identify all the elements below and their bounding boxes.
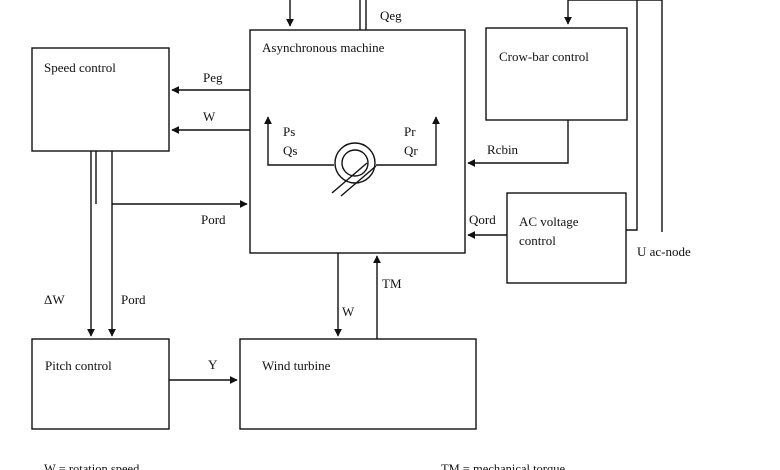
delta-w-label: ΔW bbox=[44, 292, 65, 307]
asynchronous-machine-block: Asynchronous machine bbox=[249, 29, 466, 254]
ps-label: Ps bbox=[283, 124, 295, 139]
pr-label: Pr bbox=[404, 124, 416, 139]
u-ac-node-feedback: U ac-node bbox=[564, 0, 691, 259]
crow-bar-control-label: Crow-bar control bbox=[499, 49, 589, 64]
y-arrow: Y bbox=[169, 357, 238, 384]
rcbin-label: Rcbin bbox=[487, 142, 519, 157]
rcbin-arrow: Rcbin bbox=[467, 120, 569, 167]
qs-label: Qs bbox=[283, 143, 297, 158]
delta-w-arrow: ΔW bbox=[44, 151, 97, 337]
peg-label: Peg bbox=[203, 70, 223, 85]
y-label: Y bbox=[208, 357, 218, 372]
crow-bar-control-block: Crow-bar control bbox=[485, 27, 628, 121]
pord-to-machine-arrow: Pord bbox=[112, 200, 248, 227]
qeg-top-label: Qeg bbox=[380, 8, 402, 23]
tm-to-machine-arrow: TM bbox=[373, 255, 402, 339]
qord-arrow: Qord bbox=[467, 212, 507, 239]
qr-label: Qr bbox=[404, 143, 418, 158]
w-to-turbine-arrow: W bbox=[334, 253, 355, 337]
wind-turbine-block: Wind turbine bbox=[239, 338, 477, 430]
w-speed-arrow: W bbox=[171, 109, 250, 134]
machine-symbol-icon bbox=[331, 142, 377, 197]
rotor-power-signal: Pr Qr bbox=[376, 116, 440, 166]
legend-rotation-speed: W = rotation speed bbox=[44, 462, 140, 470]
ac-voltage-control-block: AC voltage control bbox=[506, 192, 627, 284]
qeg-output-lines: Qeg bbox=[359, 0, 402, 30]
legend-mechanical-torque: TM = mechanical torque bbox=[441, 462, 565, 470]
speed-control-label: Speed control bbox=[44, 60, 116, 75]
ac-voltage-control-label-line2: control bbox=[519, 233, 556, 248]
w-upper-label: W bbox=[203, 109, 216, 124]
ac-voltage-control-label-line1: AC voltage bbox=[519, 214, 579, 229]
pitch-control-label: Pitch control bbox=[45, 358, 112, 373]
stator-power-signal: Ps Qs bbox=[264, 116, 334, 166]
peg-arrow: Peg bbox=[171, 70, 250, 94]
qord-label: Qord bbox=[469, 212, 496, 227]
pitch-control-block: Pitch control bbox=[31, 338, 170, 430]
speed-control-block: Speed control bbox=[31, 47, 170, 152]
wind-turbine-label: Wind turbine bbox=[262, 358, 331, 373]
tm-label: TM bbox=[382, 276, 402, 291]
pord-lower-label: Pord bbox=[121, 292, 146, 307]
pord-to-pitch-arrow: Pord bbox=[108, 151, 146, 337]
asynchronous-machine-label: Asynchronous machine bbox=[262, 40, 385, 55]
u-ac-node-label: U ac-node bbox=[637, 244, 691, 259]
w-lower-label: W bbox=[342, 304, 355, 319]
pord-mid-label: Pord bbox=[201, 212, 226, 227]
